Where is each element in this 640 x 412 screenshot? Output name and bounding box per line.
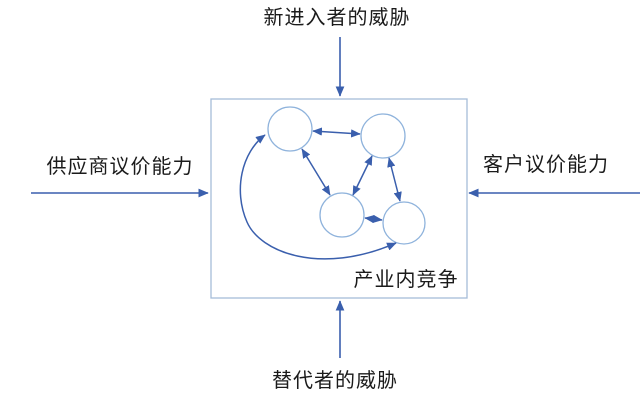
rivalry-arrow-tr-br (387, 157, 402, 202)
rivalry-arrow-tl-tr (312, 127, 361, 138)
rivalry-arrow-tl-mid (301, 148, 331, 196)
label-substitutes-threat: 替代者的威胁 (272, 368, 398, 392)
label-industry-rivalry: 产业内竞争 (353, 267, 459, 291)
rivalry-arrow-tr-mid (352, 155, 373, 196)
rivalry-arrow-mid-br (364, 214, 383, 224)
label-supplier-bargaining-power: 供应商议价能力 (46, 154, 194, 178)
rivalry-arc-arrow (239, 134, 397, 260)
industry-box (210, 98, 468, 299)
label-customer-bargaining-power: 客户议价能力 (483, 152, 609, 176)
competitor-circle-middle (319, 192, 365, 238)
competitor-circle-top-right (360, 113, 406, 159)
label-new-entrants-threat: 新进入者的威胁 (263, 5, 411, 29)
competitor-circle-top-left (267, 106, 313, 152)
competitor-circle-bottom-right (382, 201, 426, 245)
